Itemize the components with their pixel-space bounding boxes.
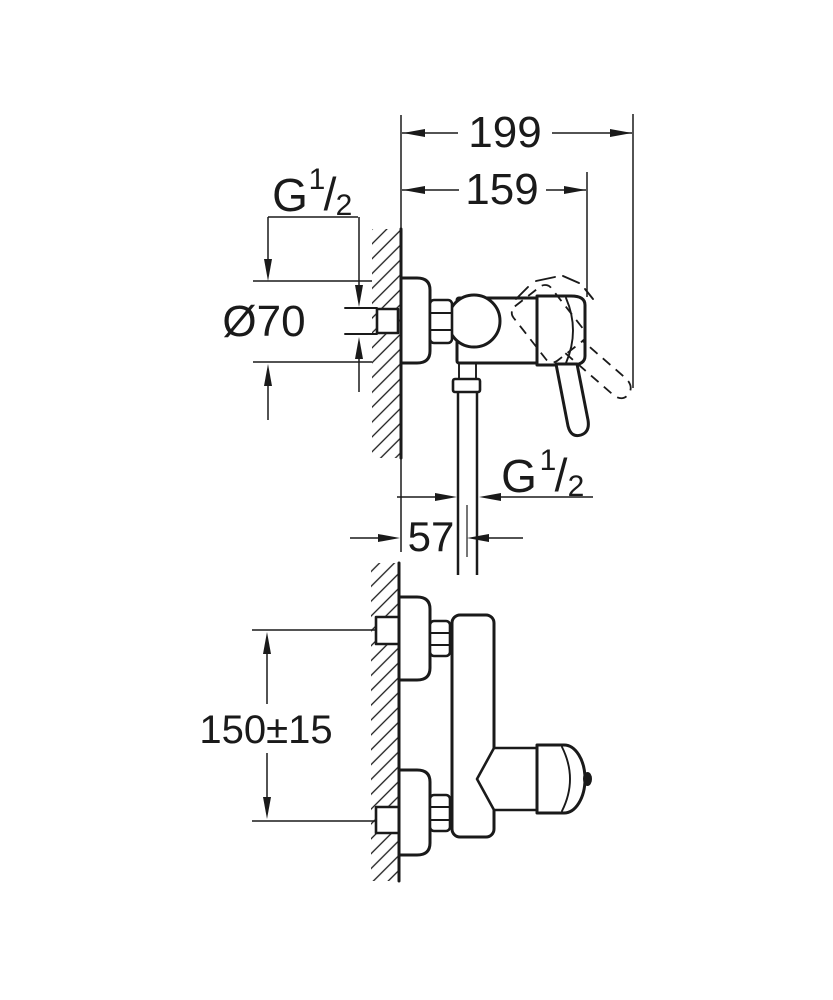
handle-cap	[535, 743, 587, 815]
arrowhead-right-icon	[564, 186, 586, 194]
hex-nut-facet-lines	[429, 312, 453, 331]
escutcheon-top	[397, 595, 432, 682]
thread-outlet-slash: /	[555, 449, 568, 501]
dim-159-label: 159	[465, 165, 538, 214]
arrowhead-left-icon	[403, 186, 425, 194]
hex-nut-top	[428, 619, 452, 658]
indicator-nub	[583, 772, 592, 786]
alt-handle-hood-outline	[510, 284, 587, 364]
ball-joint	[446, 293, 502, 349]
dim-dia70-label: Ø70	[222, 297, 305, 346]
thread-label-outlet: G 1 / 2	[501, 444, 584, 503]
mounting-hex-nut	[428, 298, 454, 345]
escutcheon	[399, 276, 432, 365]
arrowhead-left-icon	[467, 534, 489, 542]
dimensions: 199 159 G 1 / 2 Ø70 G 1 / 2	[199, 108, 634, 822]
thread-supply-sub: 2	[336, 189, 353, 222]
dim-150-label: 150±15	[199, 708, 332, 752]
arrowhead-left-icon	[403, 129, 425, 137]
handle-hood	[535, 294, 587, 367]
arrowhead-up-icon	[355, 337, 363, 359]
supply-inlet-square	[375, 307, 400, 335]
arrowhead-right-icon	[378, 534, 400, 542]
arrowhead-down-icon	[355, 285, 363, 307]
top-view	[344, 227, 632, 575]
wall-hatch	[372, 229, 401, 458]
supply-inlet-square-top	[374, 615, 402, 646]
arrowhead-down-icon	[263, 797, 271, 819]
hex-nut-bottom	[428, 793, 452, 833]
mixer-body	[450, 613, 496, 839]
dim-199-label: 199	[468, 108, 541, 157]
hex-nut-top-facets	[429, 632, 451, 646]
dim-57-label: 57	[408, 513, 455, 560]
bottom-view	[371, 561, 592, 883]
arrowhead-up-icon	[264, 364, 272, 386]
escutcheon-bottom	[397, 768, 432, 857]
thread-outlet-sub: 2	[568, 470, 585, 503]
outlet-stub	[458, 362, 477, 380]
handle-hood-dome-line	[565, 297, 574, 364]
alt-position-hood-dashes	[515, 275, 594, 300]
lever-handle-alt-position	[510, 284, 632, 400]
arrowhead-left-icon	[479, 493, 501, 501]
arrowhead-up-icon	[263, 632, 271, 654]
handle-cap-edge-line	[561, 746, 571, 812]
supply-inlet-square-bottom	[374, 805, 402, 835]
thread-supply-sup: 1	[309, 163, 326, 196]
thread-outlet-g: G	[501, 450, 537, 502]
arrowhead-right-icon	[610, 129, 632, 137]
arrowhead-down-icon	[264, 259, 272, 281]
thread-supply-slash: /	[324, 168, 337, 220]
lever-handle-grip	[554, 362, 590, 438]
hex-nut-bottom-facets	[429, 806, 451, 821]
supply-stub-lines	[344, 307, 378, 335]
thread-label-supply: G 1 / 2	[272, 163, 352, 222]
union-nut-collar	[451, 377, 482, 394]
dimension-verticals-left	[267, 217, 360, 420]
shower-outlet-pipe	[456, 392, 479, 575]
thread-supply-g: G	[272, 169, 308, 221]
thread-outlet-sup: 1	[540, 444, 557, 477]
arrowhead-right-icon	[435, 493, 457, 501]
